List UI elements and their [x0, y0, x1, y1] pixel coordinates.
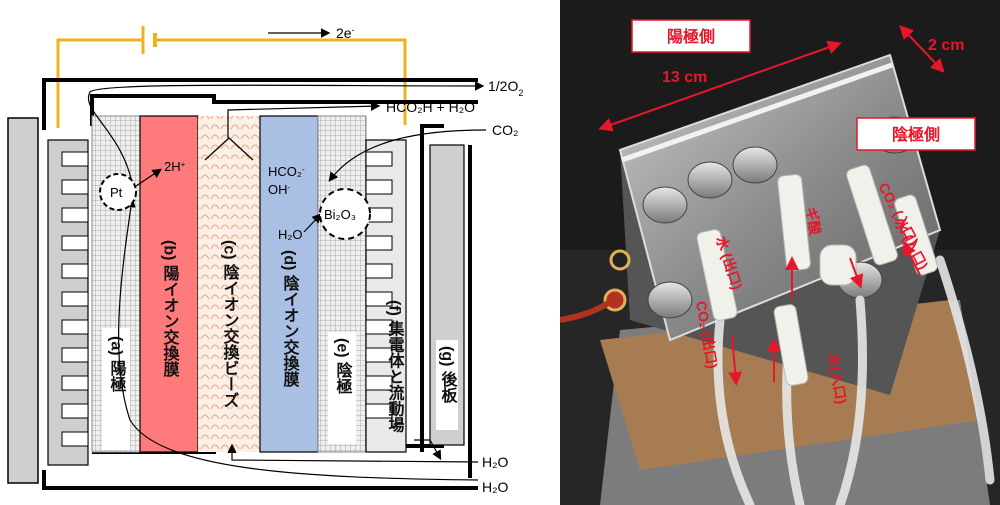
- anode-flow-channel: [61, 347, 89, 363]
- hydroxide-label: OH-: [268, 182, 291, 197]
- housing-top-inner: [90, 94, 478, 126]
- cathode-side-label-box: [856, 117, 976, 151]
- water-outlet-label-2: H₂O: [482, 479, 509, 495]
- electron-label: 2e-: [336, 25, 355, 41]
- fittings: [696, 164, 938, 386]
- anion-beads-label: (c) 陰イオン交換ビーズ: [221, 240, 240, 408]
- cathode-flow-channel: [365, 319, 393, 335]
- cathode-label-box: [328, 332, 356, 444]
- cathode-flow-channel: [365, 179, 393, 195]
- anode-flow-channel: [61, 235, 89, 251]
- anode-label-box: [102, 328, 130, 450]
- cathode-label: (e) 陰極: [334, 338, 354, 395]
- cathode-flow-channel: [365, 347, 393, 363]
- bolt: [642, 186, 688, 224]
- product-out-path: [227, 101, 381, 138]
- cathode-flow-field: [365, 139, 407, 453]
- tube-3: [935, 255, 995, 485]
- anode-flow-channel: [61, 291, 89, 307]
- flow-arrow-water-out: [728, 334, 743, 386]
- housing-bottom-outer: [42, 470, 478, 490]
- collector-label: (f) 集電体と流動場: [386, 300, 406, 434]
- cathode-flow-channel: [365, 291, 393, 307]
- co2-in-path: [328, 129, 487, 182]
- electron-flow: 2e-: [268, 25, 355, 41]
- collector-water-path: [414, 439, 442, 461]
- cathode-flow-channel: [365, 403, 393, 419]
- bi2o3-label: Bi₂O₃: [324, 207, 356, 222]
- housing-top-outer: [42, 78, 478, 130]
- housing-right-inner: [420, 124, 444, 452]
- back-plate-label: (g) 後板: [439, 346, 458, 404]
- bi2o3-catalyst-circle: [319, 188, 371, 240]
- anion-bead-layer: [198, 116, 260, 452]
- tube-2: [835, 295, 867, 505]
- cathode-side-label: 陰極側: [892, 125, 940, 144]
- tube-label-formic-acid: ギ酸: [803, 206, 824, 237]
- red-wire: [560, 299, 612, 323]
- width-label: 13 cm: [662, 69, 707, 86]
- anion-exchange-membrane: [259, 115, 319, 453]
- flow-streams: [87, 81, 487, 481]
- anion-membrane-label: (d) 陰イオン交換膜: [281, 250, 300, 388]
- cathode-flow-channel: [365, 235, 393, 251]
- width-arrow: [598, 40, 842, 132]
- tube-1: [713, 315, 755, 505]
- cathode-flow-channel: [365, 263, 393, 279]
- water-label: H₂O: [278, 227, 303, 242]
- device-photo: 陽極側 陰極側 13 cm 2 cm ギ酸 CO₂ (入口) 水 (入口) 水 …: [560, 0, 1000, 505]
- tube-flow-arrows: [728, 241, 921, 386]
- anode-side-label: 陽極側: [667, 27, 715, 46]
- anode-flow-channel: [61, 375, 89, 391]
- cation-exchange-membrane: [139, 115, 199, 453]
- proton-arrow: [135, 168, 162, 187]
- anode-flow-channel: [61, 207, 89, 223]
- co2-inlet-label: CO₂: [492, 122, 518, 138]
- depth-arrow: [899, 25, 945, 73]
- fitting-4: [894, 194, 938, 276]
- fitting-6: [819, 244, 857, 286]
- pt-label: Pt: [110, 185, 123, 200]
- back-plate-label-box: [436, 340, 458, 430]
- cathode-flow-channel: [365, 375, 393, 391]
- anode-end-plate: [7, 117, 39, 484]
- bolt: [687, 161, 733, 199]
- bolt: [647, 281, 693, 319]
- external-circuit: [56, 26, 407, 128]
- depth-label: 2 cm: [928, 37, 964, 54]
- ion-arrow: [303, 213, 322, 233]
- oxygen-out-path: [87, 81, 485, 183]
- anode-flow-channel: [61, 151, 89, 167]
- fitting-3: [846, 164, 898, 266]
- formate-label: HCO₂-: [268, 164, 305, 179]
- water-to-anode-path: [118, 197, 479, 481]
- cathode-water-path: [227, 443, 479, 463]
- fitting-1: [696, 229, 738, 321]
- bolt: [732, 146, 778, 184]
- anode-flow-channel: [61, 431, 89, 447]
- bead-gas-split-lines: [204, 137, 254, 161]
- circuit-wire: [56, 38, 407, 128]
- terminal-black: [609, 249, 631, 271]
- cathode-flow-channel: [365, 151, 393, 167]
- oxygen-label: 1/2O2: [488, 78, 523, 98]
- cation-membrane-label: (b) 陽イオン交換膜: [161, 240, 180, 378]
- anode-flow-channel: [61, 403, 89, 419]
- product-label: HCO₂H + H₂O: [386, 99, 475, 115]
- flow-arrow-water-in: [849, 257, 864, 289]
- pt-catalyst-circle: [99, 173, 137, 211]
- anode-label: (a) 陽極: [108, 336, 128, 393]
- anode-flow-channel: [61, 179, 89, 195]
- electrolysis-cell-diagram: 2e- (a) 陽極 (b) 陽イオン交換膜 (c) 陰イオン交換ビーズ (d)…: [7, 25, 523, 495]
- anode-flow-channel: [61, 263, 89, 279]
- anode-flow-channel: [61, 319, 89, 335]
- flow-arrow-co2-in: [903, 241, 921, 276]
- fitting-2: [777, 174, 811, 271]
- anode-flow-field: [47, 139, 89, 466]
- proton-label: 2H+: [164, 159, 186, 174]
- water-outlet-label-1: H₂O: [482, 454, 509, 470]
